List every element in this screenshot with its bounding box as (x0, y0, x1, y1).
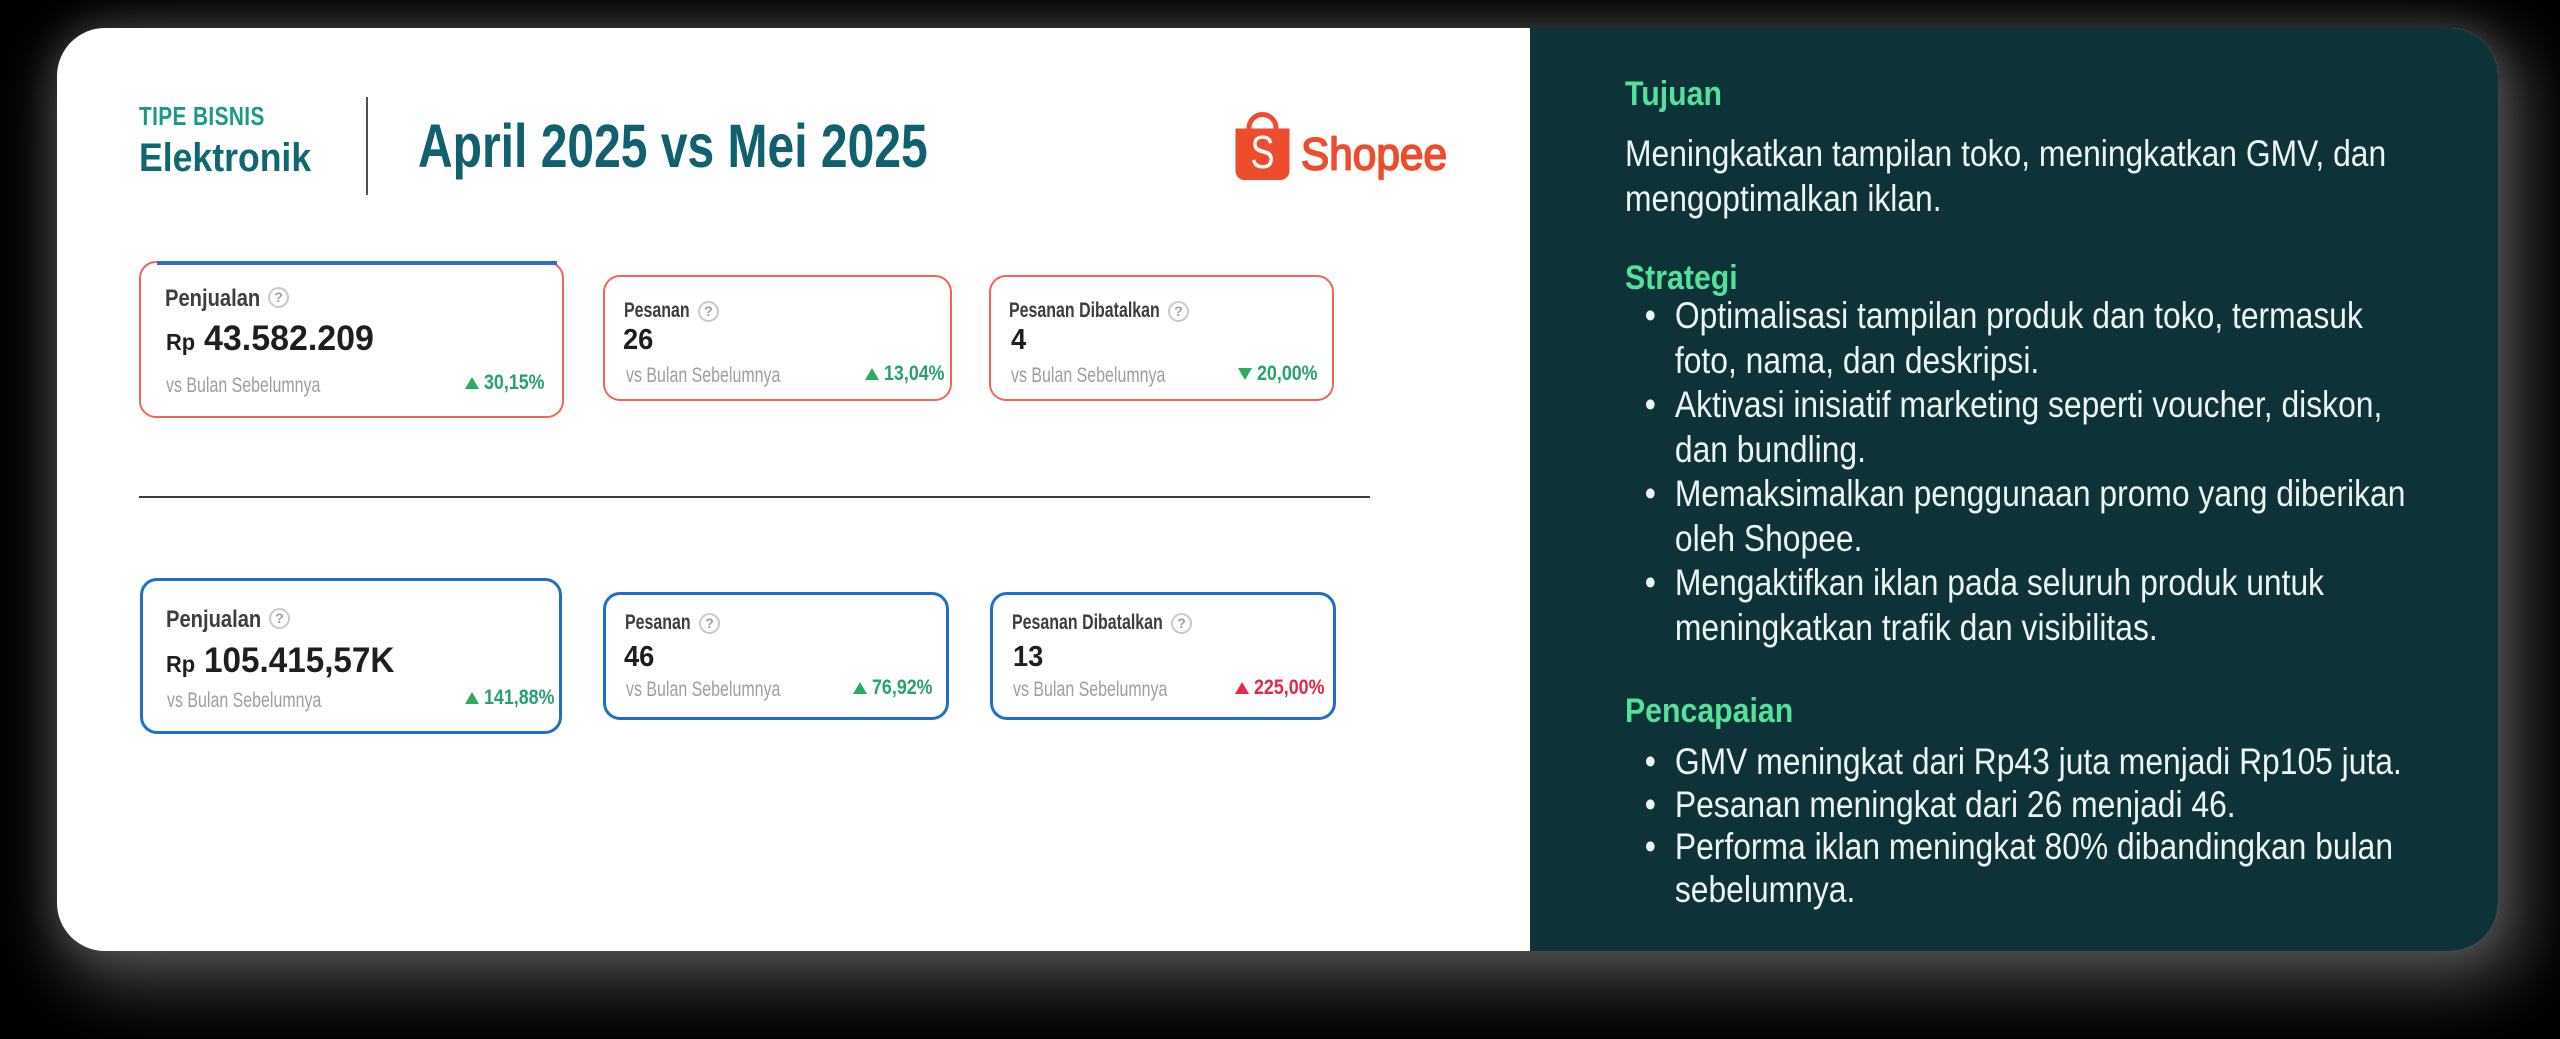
svg-text:S: S (1251, 126, 1275, 178)
svg-text:Shopee: Shopee (1301, 128, 1447, 179)
